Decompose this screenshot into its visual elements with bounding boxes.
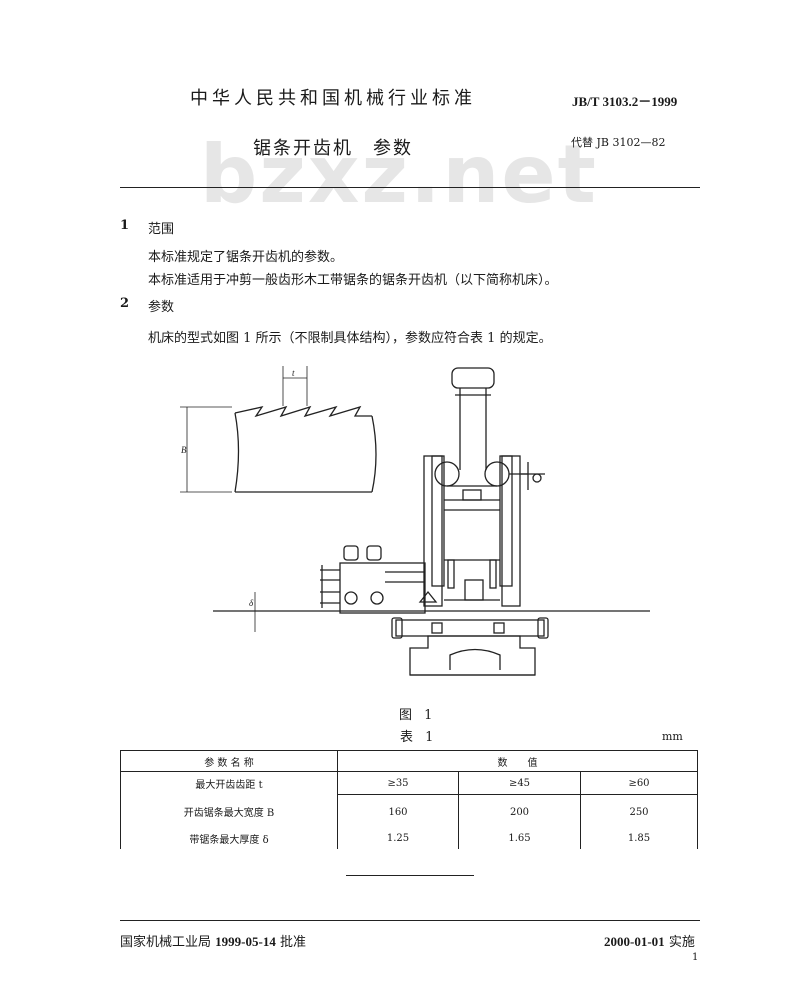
figure-1-drawing: B t δ <box>180 366 650 676</box>
standard-code: JB/T 3103.2－1999 <box>572 94 678 109</box>
row-name: 最大开齿齿距 t <box>120 771 338 795</box>
figure-label-t: t <box>292 368 295 378</box>
section-1-paragraph-2: 本标准适用于冲剪一般齿形木工带锯条的锯条开齿机（以下简称机床）。 <box>148 273 558 288</box>
header-values: 数 值 <box>337 750 698 772</box>
section-1-number: 1 <box>120 218 130 233</box>
machine-drawing <box>320 367 549 676</box>
replaces-note: 代替 JB 3102—82 <box>571 136 666 149</box>
section-2-number: 2 <box>120 296 130 311</box>
table-row: 最大开齿齿距 t ≥35 ≥45 ≥60 <box>120 771 698 795</box>
table-header-row: 参 数 名 称 数 值 <box>120 750 698 772</box>
section-1-paragraph-1: 本标准规定了锯条开齿机的参数。 <box>148 250 344 265</box>
header-rule <box>120 187 700 188</box>
row-value: ≥45 <box>458 771 581 795</box>
section-1-title: 范围 <box>148 222 175 237</box>
footer-rule <box>120 920 700 921</box>
figure-label-b: B <box>181 445 187 455</box>
row-value: 1.65 <box>458 823 581 849</box>
footer-effective: 2000-01-01 实施 <box>604 931 695 950</box>
org-title: 中华人民共和国机械行业标准 <box>190 88 476 109</box>
document-title: 锯条开齿机 参数 <box>253 138 413 159</box>
table-caption: 表 1 <box>400 730 438 745</box>
header-param-name: 参 数 名 称 <box>120 750 338 772</box>
section-2-title: 参数 <box>148 300 175 315</box>
page-number: 1 <box>692 952 699 963</box>
row-value: 200 <box>458 794 581 823</box>
footer-approval: 国家机械工业局 1999-05-14 批准 <box>120 931 306 950</box>
row-value: 160 <box>337 794 459 823</box>
figure-label-delta: δ <box>249 598 254 608</box>
parameters-table: 参 数 名 称 数 值 最大开齿齿距 t ≥35 ≥45 ≥60 开齿锯条最大宽… <box>120 750 698 849</box>
table-row: 开齿锯条最大宽度 B 160 200 250 <box>120 794 698 823</box>
row-value: 1.85 <box>580 823 698 849</box>
effective-date: 2000-01-01 <box>604 934 665 949</box>
row-name: 开齿锯条最大宽度 B <box>120 794 338 823</box>
section-2-paragraph-1: 机床的型式如图 1 所示（不限制具体结构），参数应符合表 1 的规定。 <box>148 331 552 346</box>
row-value: 1.25 <box>337 823 459 849</box>
approve-date: 1999-05-14 <box>215 934 276 949</box>
end-rule <box>346 875 474 876</box>
saw-blade-drawing <box>180 366 377 493</box>
row-value: ≥35 <box>337 771 459 795</box>
table-unit: mm <box>662 730 683 743</box>
watermark: bzxz.net <box>200 128 598 221</box>
row-value: ≥60 <box>580 771 698 795</box>
row-name: 带锯条最大厚度 δ <box>120 823 338 849</box>
approve-label: 批准 <box>279 935 306 950</box>
table-row: 带锯条最大厚度 δ 1.25 1.65 1.85 <box>120 823 698 849</box>
row-value: 250 <box>580 794 698 823</box>
figure-caption: 图 1 <box>399 708 437 723</box>
issuer: 国家机械工业局 <box>120 935 212 950</box>
effective-label: 实施 <box>668 935 695 950</box>
